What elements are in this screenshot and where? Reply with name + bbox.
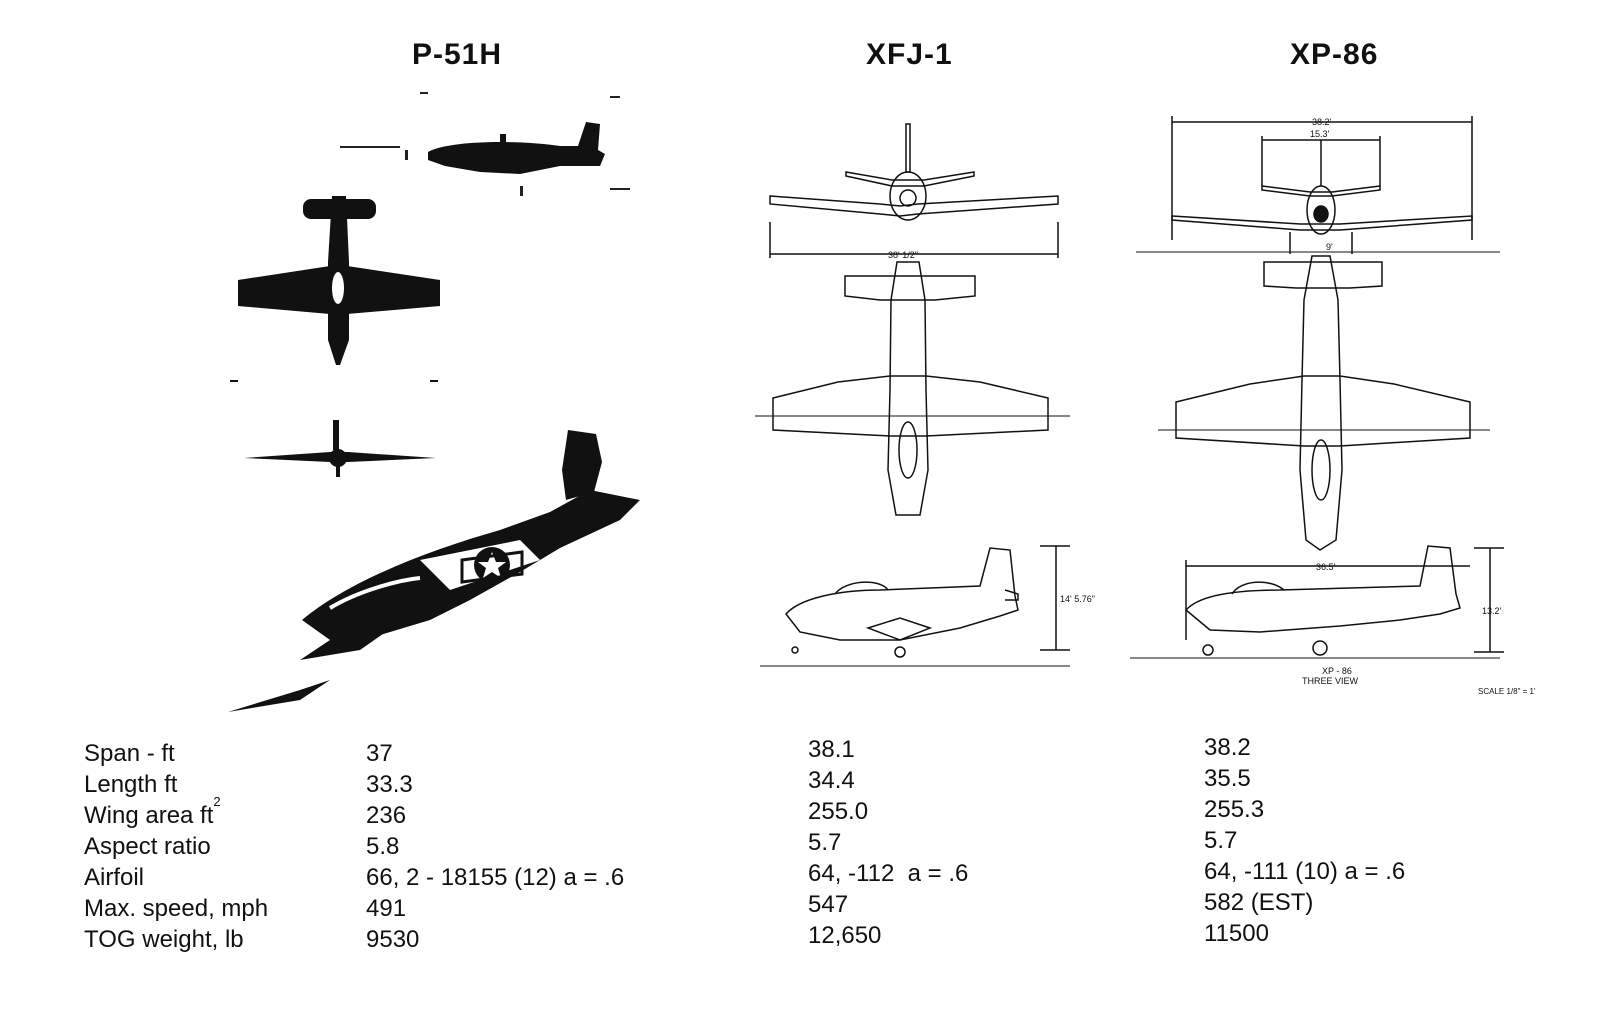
xp86-values-column: 38.2 35.5 255.3 5.7 64, -111 (10) a = .6…	[1204, 732, 1405, 949]
xfj1-max-speed: 547	[808, 891, 849, 918]
spec-labels-column: Span - ft Length ft Wing area ft2 Aspect…	[84, 738, 268, 955]
xp86-airfoil: 64, -111 (10) a = .6	[1204, 858, 1406, 885]
xfj1-tog-weight: 12,650	[808, 922, 882, 949]
xp86-height-dim: 13.2'	[1482, 606, 1502, 616]
xp86-caption: XP - 86	[1322, 666, 1352, 676]
xfj1-front-view	[769, 123, 1059, 258]
p51h-plan-silhouette	[238, 196, 440, 365]
xfj1-height-dim: 14' 5.76"	[1060, 594, 1095, 604]
p51h-wing-area: 236	[366, 802, 407, 829]
p51h-side-dims	[340, 92, 630, 196]
p51h-tog-weight: 9530	[366, 926, 420, 953]
p51h-aspect-ratio: 5.8	[366, 833, 400, 860]
p51h-side-silhouette	[428, 122, 605, 174]
label-wing-area: Wing area ft2	[84, 795, 268, 831]
scale-note: SCALE 1/8" = 1'	[1478, 687, 1536, 696]
xfj1-airfoil: 64, -112 a = .6	[808, 860, 969, 887]
label-airfoil: Airfoil	[84, 864, 145, 891]
xp86-caption-2: THREE VIEW	[1302, 676, 1359, 686]
p51h-front-silhouette	[230, 380, 438, 477]
xp86-span-dim: 38.2'	[1312, 117, 1332, 127]
specs-table: Span - ft Length ft Wing area ft2 Aspect…	[84, 734, 1564, 968]
xp86-max-speed: 582 (EST)	[1204, 889, 1314, 916]
xfj1-aspect-ratio: 5.7	[808, 829, 842, 856]
xfj1-plan-view	[755, 261, 1070, 516]
p51h-values-column: 37 33.3 236 5.8 66, 2 - 18155 (12) a = .…	[366, 738, 624, 955]
p51h-span: 37	[366, 740, 393, 767]
xp86-plan-view	[1158, 255, 1490, 551]
xp86-tog-weight: 11500	[1204, 920, 1269, 947]
xp86-length: 35.5	[1204, 765, 1251, 792]
xp86-tail-dim: 15.3'	[1310, 129, 1330, 139]
label-length: Length ft	[84, 771, 178, 798]
label-wing-area-sup: 2	[213, 794, 221, 809]
xp86-side-view	[1130, 545, 1504, 659]
xfj1-span-dim: 38' 1/2"	[888, 250, 918, 260]
p51h-photo	[228, 430, 640, 712]
label-aspect-ratio: Aspect ratio	[84, 833, 211, 860]
label-max-speed: Max. speed, mph	[84, 895, 269, 922]
label-span: Span - ft	[84, 740, 175, 767]
p51h-title: P-51H	[412, 38, 503, 71]
xp86-span: 38.2	[1204, 734, 1251, 761]
xfj1-wing-area: 255.0	[808, 798, 869, 825]
label-tog-weight: TOG weight, lb	[84, 926, 244, 953]
xfj1-side-view	[760, 545, 1070, 667]
xp86-length-dim: 36.5'	[1316, 562, 1336, 572]
xfj1-length: 34.4	[808, 767, 855, 794]
p51h-max-speed: 491	[366, 895, 407, 922]
xp86-track-dim: 9'	[1326, 242, 1333, 252]
xfj1-span: 38.1	[808, 736, 855, 763]
label-wing-area-text: Wing area ft	[84, 802, 214, 829]
p51h-length: 33.3	[366, 771, 413, 798]
xp86-title: XP-86	[1290, 38, 1379, 71]
xp86-aspect-ratio: 5.7	[1204, 827, 1238, 854]
aircraft-drawings: 38' 1/2" 14' 5.76" 38.2' 15	[228, 92, 1536, 712]
xfj1-values-column: 38.1 34.4 255.0 5.7 64, -112 a = .6 547 …	[808, 734, 968, 951]
xfj1-title: XFJ-1	[866, 38, 953, 71]
p51h-airfoil: 66, 2 - 18155 (12) a = .6	[366, 864, 625, 891]
xp86-wing-area: 255.3	[1204, 796, 1265, 823]
xp86-front-view	[1136, 116, 1500, 254]
